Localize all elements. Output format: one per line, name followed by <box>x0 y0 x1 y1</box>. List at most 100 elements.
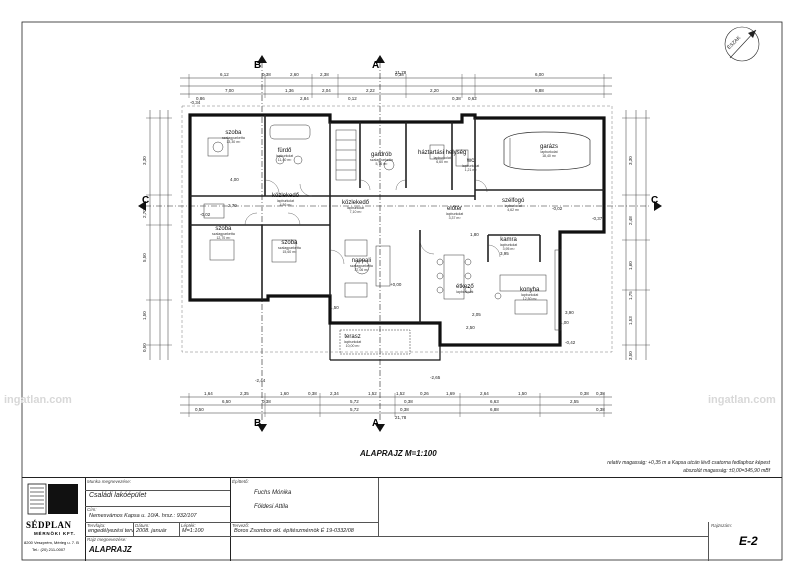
company-logo-cell: SÉDPLAN MÉRNÖKI KFT. 8200 Veszprém, Mérl… <box>22 478 86 561</box>
phase: engedélyezési terv <box>88 528 134 534</box>
dimension-label: -0,42 <box>565 340 576 345</box>
section-mark-c-left: C <box>142 195 150 206</box>
company-tel: Tel.: (20) 211-0007 <box>32 547 66 552</box>
dimension-label: 3,90 <box>565 310 574 315</box>
room-name: szoba <box>215 226 232 232</box>
plan-title: ALAPRAJZ M=1:100 <box>360 449 437 458</box>
client-2: Földesi Attila <box>254 504 289 510</box>
dimension-label: 5,72 <box>350 399 359 404</box>
section-mark-b-bottom: B <box>254 418 262 429</box>
label-scale: Lépték: <box>181 523 196 528</box>
dimension-label: 0,62 <box>468 96 477 101</box>
date: 2008. január <box>136 528 167 534</box>
room-floor: lapburkolat <box>521 293 539 297</box>
site-address: Nemesvámos Kapsa u. 10/A. hrsz.: 932/107 <box>89 513 197 519</box>
title-block: SÉDPLAN MÉRNÖKI KFT. 8200 Veszprém, Mérl… <box>22 477 782 561</box>
dimension-label: 1,80 <box>470 232 479 237</box>
dimension-label: 6,50 <box>222 399 231 404</box>
dimension-label: 0,38 <box>596 407 605 412</box>
dimension-label: -0,37 <box>592 216 603 221</box>
dimension-label: 0,38 <box>596 391 605 396</box>
room-area: 1,21 m² <box>464 168 477 172</box>
dimension-label: 2,35 <box>240 391 249 396</box>
room-area: 6,60 m² <box>436 160 449 164</box>
room-area: 11,40 m² <box>277 158 292 162</box>
company-logo-icon <box>27 483 78 515</box>
dimension-label: -0,34 <box>190 100 201 105</box>
section-mark-c-right: C <box>651 195 659 206</box>
dimension-label: +0,00 <box>390 282 402 287</box>
watermark-right: ingatlan.com <box>708 394 776 406</box>
sheet-number: E-2 <box>739 534 758 548</box>
room-name: közlekedő <box>342 200 370 206</box>
room-floor: lapburkolat <box>344 340 362 344</box>
room-area: 18,40 m² <box>542 154 556 158</box>
room-area: 15,60 m² <box>282 250 297 254</box>
dimension-label: 2,84 <box>300 96 309 101</box>
dimension-label: 6,88 <box>490 407 499 412</box>
section-mark-a-bottom: A <box>372 418 380 429</box>
dimension-label: 1,36 <box>285 88 294 93</box>
drawing-name: ALAPRAJZ <box>89 545 132 554</box>
dimension-label: 6,63 <box>490 399 499 404</box>
door-swings <box>244 179 501 265</box>
room-name: szoba <box>281 240 298 246</box>
section-arrows <box>138 55 662 432</box>
dimension-label: 3,50 <box>628 351 633 360</box>
dimension-label: -2,65 <box>430 375 441 380</box>
dimension-label: 4,00 <box>230 177 239 182</box>
exterior-walls <box>188 113 606 361</box>
sheet-frame <box>21 21 783 561</box>
label-sheet: Rajzszám: <box>711 523 733 528</box>
dimension-label: 5,50 <box>142 253 147 262</box>
section-mark-b-top: B <box>254 60 262 71</box>
room-name: garázs <box>540 144 559 150</box>
room-floor: szalagparketta <box>222 136 245 140</box>
room-area: 12,70 m² <box>216 236 231 240</box>
room-floor: lapburkolat <box>433 156 451 160</box>
dimension-label: 0,86 <box>196 96 205 101</box>
dimension-label: 1,53 <box>628 316 633 325</box>
client-1: Fuchs Mónika <box>254 490 292 496</box>
dimension-label: 0,50 <box>142 343 147 352</box>
label-date: Dátum: <box>135 523 150 528</box>
dimension-label: 6,00 <box>535 72 544 77</box>
dimension-label: 2,70 <box>142 209 147 218</box>
roof-overhang <box>181 105 613 353</box>
dimension-label: 2,48 <box>628 216 633 225</box>
dimension-label: 21,78 <box>395 415 407 420</box>
scale: M=1:100 <box>182 528 204 534</box>
room-floor: szalagparketta <box>278 246 301 250</box>
dimension-label: 1,52 <box>368 391 377 396</box>
absolute-height-note: abszolút magasság: ±0,00=345,90 mBf <box>683 468 770 474</box>
room-area: 7,10 m² <box>349 210 362 214</box>
room-name: fürdő <box>277 148 292 154</box>
dimension-label: 6,12 <box>220 72 229 77</box>
dimension-label: -0,02 <box>200 212 211 217</box>
dimension-label: 0,38 <box>404 399 413 404</box>
room-name: háztartási helység <box>418 150 467 156</box>
dimension-label: 1,69 <box>446 391 455 396</box>
north-arrow-icon <box>724 26 760 62</box>
dimension-label: 1,75 <box>628 291 633 300</box>
label-site: Cím: <box>87 507 97 512</box>
room-floor: szalagparketta <box>350 264 373 268</box>
dimension-label: 0,12 <box>348 96 357 101</box>
dimension-label: 2,50 <box>466 325 475 330</box>
interior-walls <box>190 115 604 323</box>
room-area: 13,30 m² <box>226 140 241 144</box>
project-name: Családi lakóépület <box>89 492 147 499</box>
dimension-label: 2,34 <box>330 391 339 396</box>
dimension-label: 2,64 <box>480 391 489 396</box>
room-name: konyha <box>520 287 540 293</box>
